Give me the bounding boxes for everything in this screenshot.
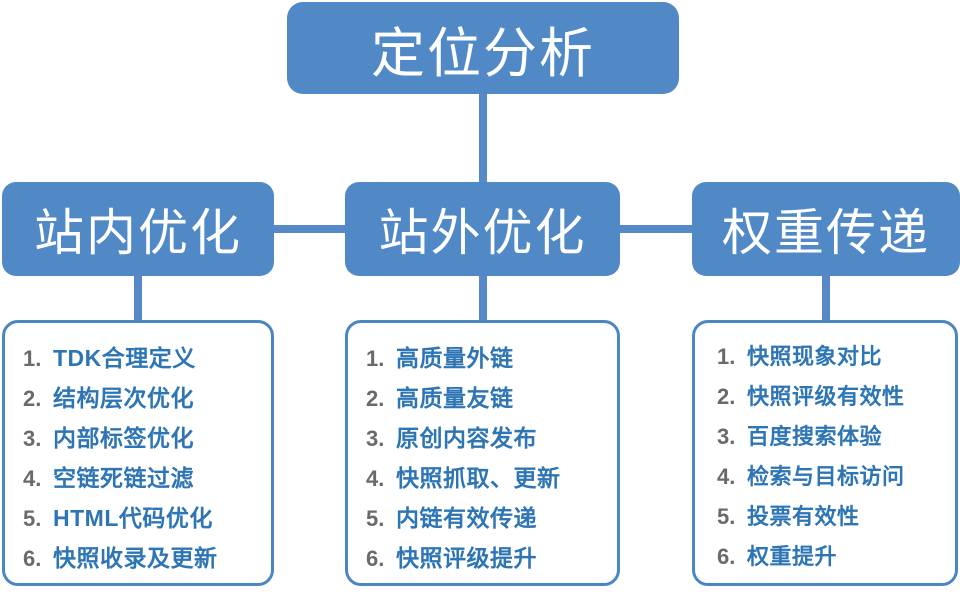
- list-item[interactable]: 3. 百度搜索体验: [695, 419, 955, 459]
- node-branch-offsite-label: 站外优化: [378, 205, 587, 261]
- connector-branch2-list2: [479, 274, 487, 322]
- list-item[interactable]: 1. TDK合理定义: [5, 339, 271, 379]
- list-item-number: 4.: [717, 464, 736, 489]
- list-item-label: 空链死链过滤: [53, 465, 194, 491]
- list-item-number: 5.: [23, 506, 42, 531]
- connector-branch2-branch3: [616, 225, 696, 233]
- list-item-label: 原创内容发布: [396, 425, 537, 451]
- node-root-label: 定位分析: [371, 23, 595, 84]
- list-item[interactable]: 5. HTML代码优化: [5, 499, 271, 539]
- list-item[interactable]: 6. 快照评级提升: [348, 539, 617, 579]
- list-box-weight: 1. 快照现象对比 2. 快照评级有效性 3. 百度搜索体验 4. 检索与目标访…: [692, 320, 958, 586]
- list-item[interactable]: 2. 结构层次优化: [5, 379, 271, 419]
- list-item-number: 4.: [366, 466, 385, 491]
- list-item[interactable]: 4. 检索与目标访问: [695, 459, 955, 499]
- list-item-number: 3.: [717, 424, 736, 449]
- list-item-label: 权重提升: [747, 544, 838, 569]
- list-item-label: 快照评级有效性: [747, 384, 905, 409]
- list-item-label: TDK合理定义: [53, 345, 196, 371]
- list-item[interactable]: 6. 权重提升: [695, 539, 955, 579]
- list-item-label: 高质量友链: [396, 385, 514, 411]
- list-item[interactable]: 4. 空链死链过滤: [5, 459, 271, 499]
- list-item-label: 内部标签优化: [53, 425, 194, 451]
- list-item-number: 2.: [366, 386, 385, 411]
- list-offsite: 1. 高质量外链 2. 高质量友链 3. 原创内容发布 4. 快照抓取、更新 5…: [348, 339, 617, 579]
- list-item-label: 快照现象对比: [747, 344, 883, 369]
- list-item-label: 内链有效传递: [396, 505, 537, 531]
- list-item[interactable]: 5. 内链有效传递: [348, 499, 617, 539]
- node-branch-onsite[interactable]: 站内优化: [2, 182, 274, 276]
- list-item-label: 快照评级提升: [396, 545, 537, 571]
- connector-branch3-list3: [822, 274, 830, 322]
- list-item-number: 5.: [366, 506, 385, 531]
- list-item-number: 6.: [366, 546, 385, 571]
- list-item[interactable]: 6. 快照收录及更新: [5, 539, 271, 579]
- list-box-onsite: 1. TDK合理定义 2. 结构层次优化 3. 内部标签优化 4. 空链死链过滤…: [2, 320, 274, 586]
- list-item[interactable]: 3. 原创内容发布: [348, 419, 617, 459]
- list-item-number: 6.: [717, 544, 736, 569]
- list-item[interactable]: 2. 快照评级有效性: [695, 379, 955, 419]
- list-weight: 1. 快照现象对比 2. 快照评级有效性 3. 百度搜索体验 4. 检索与目标访…: [695, 339, 955, 579]
- list-onsite: 1. TDK合理定义 2. 结构层次优化 3. 内部标签优化 4. 空链死链过滤…: [5, 339, 271, 579]
- connector-root-down: [479, 94, 487, 184]
- node-branch-weight[interactable]: 权重传递: [692, 182, 960, 276]
- connector-branch1-list1: [134, 274, 142, 322]
- list-item-number: 4.: [23, 466, 42, 491]
- list-item-number: 5.: [717, 504, 736, 529]
- list-item-label: 快照抓取、更新: [396, 465, 561, 491]
- list-item-number: 3.: [366, 426, 385, 451]
- list-item-number: 1.: [23, 346, 42, 371]
- list-item-label: HTML代码优化: [53, 505, 213, 531]
- list-item-number: 2.: [23, 386, 42, 411]
- node-branch-onsite-label: 站内优化: [34, 205, 242, 261]
- list-item[interactable]: 1. 高质量外链: [348, 339, 617, 379]
- list-item[interactable]: 4. 快照抓取、更新: [348, 459, 617, 499]
- list-item-number: 2.: [717, 384, 736, 409]
- list-item-label: 检索与目标访问: [747, 464, 905, 489]
- list-box-offsite: 1. 高质量外链 2. 高质量友链 3. 原创内容发布 4. 快照抓取、更新 5…: [345, 320, 620, 586]
- list-item-label: 结构层次优化: [53, 385, 194, 411]
- list-item-label: 百度搜索体验: [747, 424, 883, 449]
- list-item-number: 1.: [366, 346, 385, 371]
- list-item[interactable]: 1. 快照现象对比: [695, 339, 955, 379]
- list-item-label: 高质量外链: [396, 345, 514, 371]
- list-item-number: 3.: [23, 426, 42, 451]
- list-item[interactable]: 2. 高质量友链: [348, 379, 617, 419]
- list-item[interactable]: 3. 内部标签优化: [5, 419, 271, 459]
- list-item-label: 投票有效性: [747, 504, 860, 529]
- node-branch-offsite[interactable]: 站外优化: [345, 182, 620, 276]
- list-item[interactable]: 5. 投票有效性: [695, 499, 955, 539]
- node-branch-weight-label: 权重传递: [722, 205, 930, 261]
- node-root[interactable]: 定位分析: [287, 2, 679, 94]
- list-item-number: 1.: [717, 344, 736, 369]
- list-item-label: 快照收录及更新: [53, 545, 218, 571]
- connector-branch1-branch2: [270, 225, 350, 233]
- list-item-number: 6.: [23, 546, 42, 571]
